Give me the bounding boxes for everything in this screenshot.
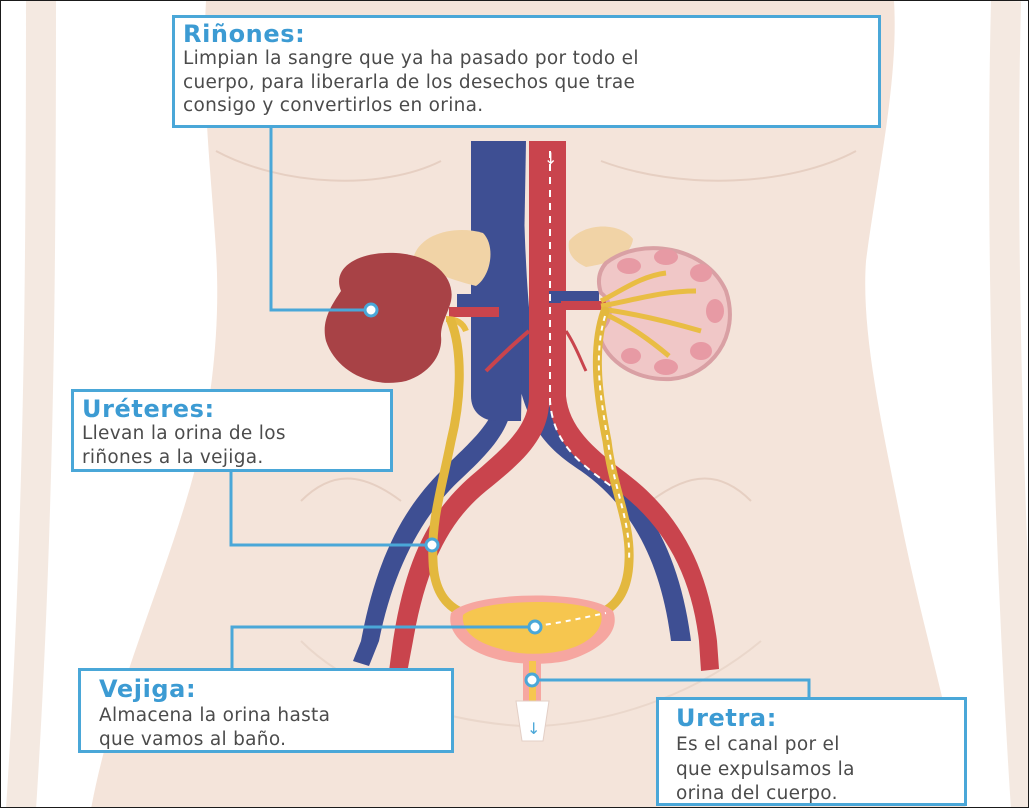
renal-artery-left — [449, 307, 499, 317]
callout-ureteres-text: Llevan la orina de los riñones a la veji… — [82, 422, 390, 469]
callout-line: cuerpo, para liberarla de los desechos q… — [183, 71, 878, 95]
dot-rinones — [365, 304, 377, 316]
renal-vein-left — [457, 294, 507, 308]
callout-rinones-text: Limpian la sangre que ya ha pasado por t… — [183, 47, 878, 118]
callout-ureteres-title: Uréteres: — [82, 396, 390, 422]
arrow-bottom: ↓ — [527, 719, 540, 738]
callout-ureteres: Uréteres: Llevan la orina de los riñones… — [71, 389, 393, 472]
callout-vejiga-text: Almacena la orina hasta que vamos al bañ… — [99, 704, 451, 752]
callout-line: Limpian la sangre que ya ha pasado por t… — [183, 47, 878, 71]
callout-vejiga-title: Vejiga: — [99, 676, 451, 702]
callout-line: riñones a la vejiga. — [82, 446, 390, 470]
callout-line: que vamos al baño. — [99, 728, 451, 752]
callout-line: Almacena la orina hasta — [99, 704, 451, 728]
callout-uretra-title: Uretra: — [676, 705, 964, 731]
callout-uretra: Uretra: Es el canal por el que expulsamo… — [656, 697, 967, 806]
dot-vejiga — [529, 621, 541, 633]
callout-line: consigo y convertirlos en orina. — [183, 94, 878, 118]
callout-rinones: Riñones: Limpian la sangre que ya ha pas… — [172, 15, 881, 128]
dot-uretra — [526, 674, 538, 686]
arrow-top: ↓ — [544, 149, 557, 168]
callout-line: Es el canal por el — [676, 733, 964, 758]
dot-ureteres — [426, 539, 438, 551]
callout-line: que expulsamos la — [676, 758, 964, 783]
callout-line: orina del cuerpo. — [676, 782, 964, 807]
callout-line: Llevan la orina de los — [82, 422, 390, 446]
callout-rinones-title: Riñones: — [183, 21, 878, 47]
renal-artery-right — [561, 301, 606, 310]
callout-uretra-text: Es el canal por el que expulsamos la ori… — [676, 733, 964, 807]
callout-vejiga: Vejiga: Almacena la orina hasta que vamo… — [78, 668, 454, 753]
